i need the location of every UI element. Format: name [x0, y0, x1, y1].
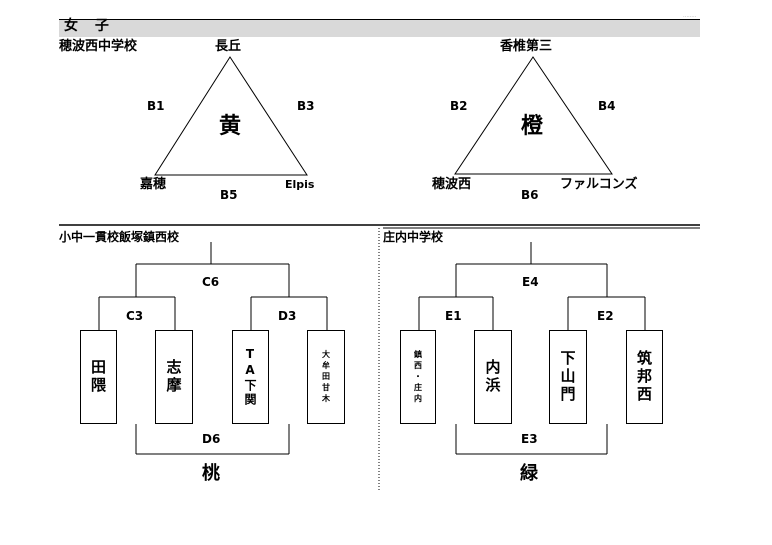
team-name: 筑邦西	[635, 350, 653, 404]
venue-label: 小中一貫校飯塚鎮西校	[59, 230, 180, 244]
team-right-left-triangle: Elpis	[285, 178, 315, 191]
venue-label: 庄内中学校	[383, 230, 444, 244]
team-name: 内浜	[483, 359, 502, 395]
venue-label: 穂波西中学校	[59, 39, 138, 54]
group-color-label: 桃	[202, 463, 220, 484]
match-label: B2	[450, 99, 468, 113]
team-left-right-triangle: 穂波西	[432, 177, 472, 192]
team-name: 志摩	[164, 359, 183, 395]
team-box: TA下関	[232, 330, 269, 424]
team-right-right-triangle: ファルコンズ	[560, 177, 638, 192]
team-box: 田隈	[80, 330, 117, 424]
match-label: B1	[147, 99, 165, 113]
match-label: B6	[521, 188, 539, 202]
section-title: 女 子	[64, 18, 115, 34]
match-label: B3	[297, 99, 315, 113]
match-label: D3	[278, 309, 297, 323]
team-name: 下山門	[558, 350, 577, 404]
match-label: B4	[598, 99, 616, 113]
team-top-left-triangle: 長丘	[215, 39, 242, 54]
match-label: B5	[220, 188, 238, 202]
team-top-right-triangle: 香椎第三	[500, 39, 553, 54]
team-box: 志摩	[155, 330, 193, 424]
match-label: C6	[202, 275, 220, 289]
team-name: TA下関	[243, 347, 257, 407]
team-left-left-triangle: 嘉穂	[140, 177, 167, 192]
triangle-left-shape	[154, 56, 308, 176]
group-color-label: 黄	[219, 114, 242, 139]
team-name: 田隈	[89, 359, 107, 395]
team-name: 鎮西・庄内	[413, 349, 423, 405]
bracket-left-lines	[98, 242, 328, 455]
corner-mark: ‥‥‥‥	[683, 13, 697, 19]
match-label: E4	[522, 275, 539, 289]
group-color-label: 緑	[520, 463, 538, 484]
match-label: C3	[126, 309, 144, 323]
match-label: D6	[202, 432, 221, 446]
match-label: E3	[521, 432, 538, 446]
match-label: E1	[445, 309, 462, 323]
team-box: 内浜	[474, 330, 512, 424]
team-box: 筑邦西	[626, 330, 663, 424]
bracket-right-lines	[418, 242, 646, 455]
header-bar	[59, 19, 700, 37]
triangle-right-shape	[454, 56, 613, 175]
match-label: E2	[597, 309, 614, 323]
group-color-label: 橙	[521, 114, 544, 139]
team-name: 大牟田甘木	[321, 349, 331, 405]
team-box: 下山門	[549, 330, 587, 424]
team-box: 大牟田甘木	[307, 330, 345, 424]
team-box: 鎮西・庄内	[400, 330, 436, 424]
